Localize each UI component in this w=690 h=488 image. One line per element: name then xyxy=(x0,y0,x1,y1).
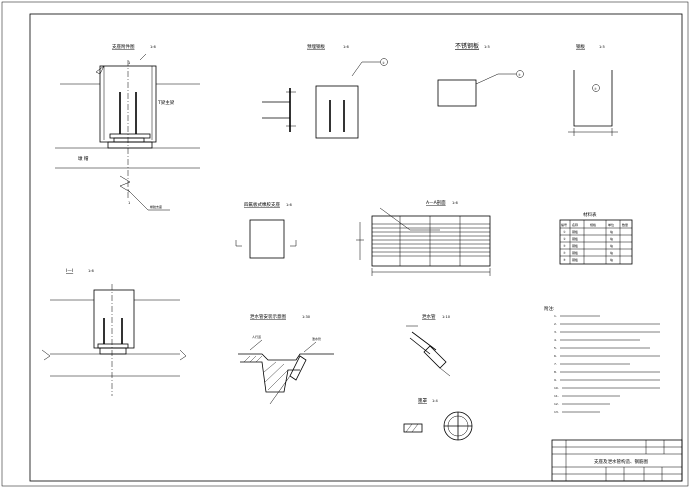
table-row-4-no: ④ xyxy=(563,251,566,255)
note-3: 3. xyxy=(554,330,557,334)
table-row-1-no: ① xyxy=(563,230,566,234)
drawing-title: 支座及泄水管构造、钢筋图 xyxy=(594,458,648,465)
note-8: 8. xyxy=(554,370,557,374)
view-bearing-elevation: 支座附件图 1:6 T梁主梁 墩 帽 橡胶支座 1 1 xyxy=(55,43,200,211)
note-6: 6. xyxy=(554,354,557,358)
table-header-qty: 数量 xyxy=(622,222,628,227)
view10-scale: 1:4 xyxy=(432,399,438,403)
view-section-1-1: Ⅰ—Ⅰ 1:6 xyxy=(41,268,187,396)
view-steel-plate: 钢板 1:5 ④ xyxy=(568,43,618,136)
inner-border xyxy=(29,13,683,482)
view5-title: 四氟板式橡胶支座 xyxy=(244,201,280,208)
note-12: 12. xyxy=(554,402,559,406)
note-5: 5. xyxy=(554,346,557,350)
view-drain-installation: 泄水管安装示意图 1:30 人行道 泄水管 xyxy=(238,313,334,405)
view8-title: 泄水管安装示意图 xyxy=(250,313,286,320)
material-table-title: 材料表 xyxy=(583,211,597,218)
svg-text:1: 1 xyxy=(128,61,130,65)
table-row-4-unit: 块 xyxy=(610,250,613,255)
view4-scale: 1:5 xyxy=(599,45,605,49)
view-ptfe-bearing: 四氟板式橡胶支座 1:6 xyxy=(235,201,297,259)
table-row-5-name: 钢板 xyxy=(572,257,578,262)
view2-title: 预埋钢板 xyxy=(307,43,325,50)
note-9: 9. xyxy=(554,378,557,382)
view8-scale: 1:30 xyxy=(302,315,311,319)
note-11: 11. xyxy=(554,394,559,398)
view9-title: 泄水管 xyxy=(422,313,436,320)
note-7: 7. xyxy=(554,362,557,366)
view9-scale: 1:10 xyxy=(442,315,451,319)
table-row-4-name: 钢板 xyxy=(572,250,578,255)
view-section-aa: A—A剖面 1:6 xyxy=(356,199,491,276)
svg-text:1: 1 xyxy=(128,201,130,205)
table-header-name: 名称 xyxy=(572,222,578,227)
view-stainless-plate: 不锈钢板 1:5 ③ xyxy=(437,42,524,107)
view8-drain-label: 泄水管 xyxy=(312,336,321,341)
view3-scale: 1:5 xyxy=(484,45,490,49)
view1-main-beam-label: T梁主梁 xyxy=(157,99,175,106)
view7-scale: 1:6 xyxy=(88,269,94,273)
notes-block: 附注: 1. 2. 3. 4. 5. 6. 7. 8. 9. 10. 11. 1… xyxy=(544,305,660,414)
table-row-2-no: ② xyxy=(563,237,566,241)
view1-pier-label: 墩 帽 xyxy=(78,155,89,162)
view1-bearing-label: 橡胶支座 xyxy=(150,204,162,209)
view1-scale: 1:6 xyxy=(150,45,156,49)
svg-text:③: ③ xyxy=(518,73,521,77)
view5-scale: 1:6 xyxy=(286,203,292,207)
svg-text:②: ② xyxy=(382,61,385,65)
view3-title: 不锈钢板 xyxy=(455,42,479,50)
note-1: 1. xyxy=(554,314,557,318)
table-row-3-no: ③ xyxy=(563,244,566,248)
note-10: 10. xyxy=(554,386,559,390)
view10-title: 篦罩 xyxy=(418,397,427,404)
table-row-1-unit: 块 xyxy=(610,229,613,234)
table-row-5-unit: 块 xyxy=(610,257,613,262)
title-block: 支座及泄水管构造、钢筋图 xyxy=(551,439,683,482)
notes-heading: 附注: xyxy=(544,305,555,312)
note-13: 13. xyxy=(554,410,559,414)
view-drain-pipe: 泄水管 1:10 xyxy=(406,313,451,377)
table-header-unit: 单位 xyxy=(608,222,614,227)
table-row-3-name: 钢板 xyxy=(572,243,578,248)
table-row-2-unit: 块 xyxy=(610,236,613,241)
view7-title: Ⅰ—Ⅰ xyxy=(66,268,73,274)
view-grate: 篦罩 1:4 xyxy=(403,397,473,441)
material-table: 材料表 编号 名称 规格 单位 数量 ① 钢板 块 ② 钢板 块 ③ 钢板 块 … xyxy=(559,211,633,265)
view8-walkway-label: 人行道 xyxy=(252,334,261,339)
table-row-5-no: ⑤ xyxy=(563,258,566,262)
view4-title: 钢板 xyxy=(576,43,585,50)
note-2: 2. xyxy=(554,322,557,326)
table-row-3-unit: 块 xyxy=(610,243,613,248)
view6-scale: 1:6 xyxy=(452,201,458,205)
table-header-spec: 规格 xyxy=(590,222,596,227)
view1-title: 支座附件图 xyxy=(112,43,135,50)
table-row-2-name: 钢板 xyxy=(572,236,578,241)
table-row-1-name: 钢板 xyxy=(572,229,578,234)
view2-scale: 1:6 xyxy=(343,45,349,49)
note-4: 4. xyxy=(554,338,557,342)
view6-title: A—A剖面 xyxy=(426,199,446,206)
view-embedded-plate: 预埋钢板 1:6 ② xyxy=(262,43,388,139)
table-header-no: 编号 xyxy=(561,222,567,227)
svg-text:④: ④ xyxy=(594,87,597,91)
